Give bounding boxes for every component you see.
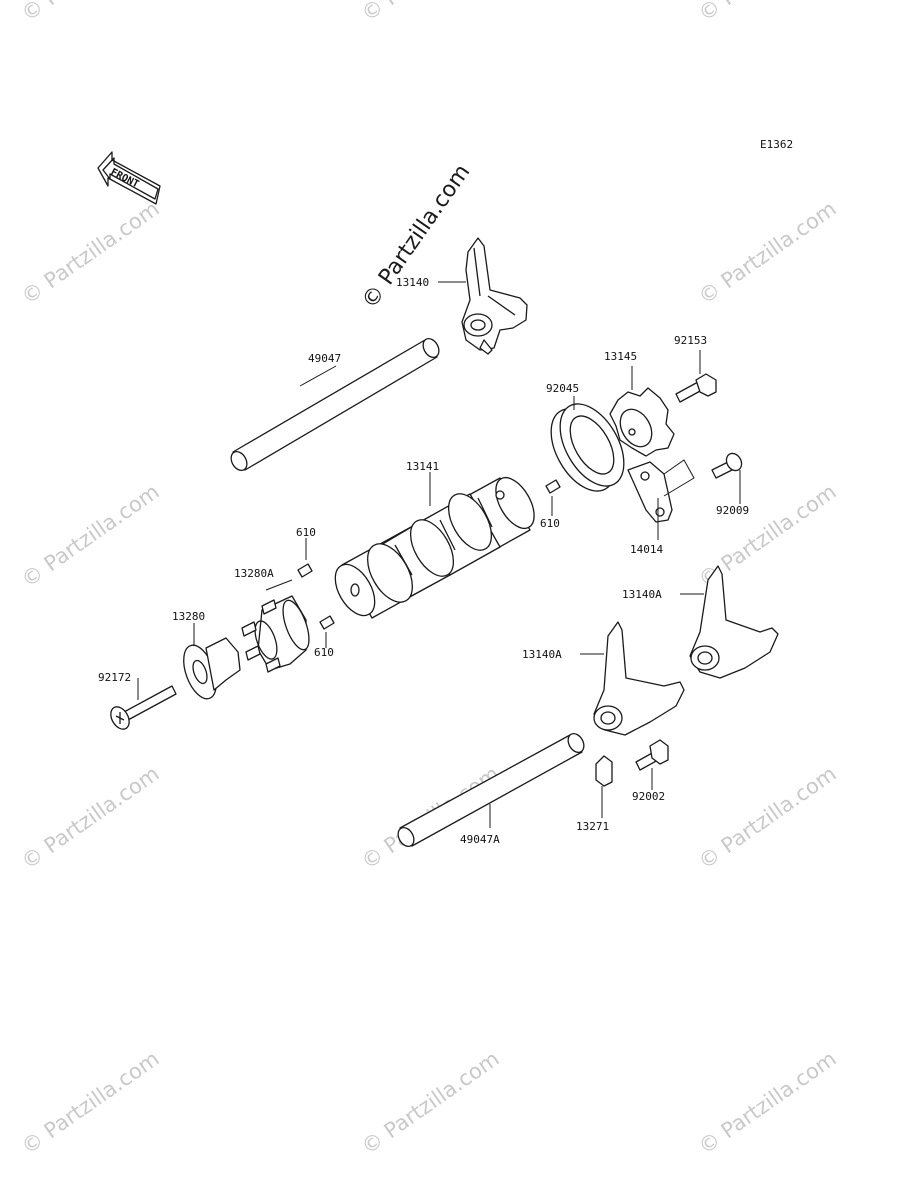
leader-lines (137, 281, 741, 828)
watermark: © Partzilla.com (17, 196, 164, 309)
cam-13145[interactable] (609, 387, 675, 457)
bolt-92153[interactable] (675, 373, 717, 403)
part-label-610-bottom[interactable]: 610 (314, 646, 334, 659)
part-label-49047[interactable]: 49047 (308, 352, 341, 365)
part-label-13145[interactable]: 13145 (604, 350, 637, 363)
part-label-610-right[interactable]: 610 (540, 517, 560, 530)
washer-13271[interactable] (595, 755, 613, 787)
shift-fork-13140A-right[interactable] (689, 565, 779, 679)
shift-fork-13140A-left[interactable] (593, 621, 685, 736)
part-label-13280[interactable]: 13280 (172, 610, 205, 623)
watermark: © Partzilla.com (17, 0, 164, 26)
holder-13280[interactable] (177, 637, 241, 703)
screw-92009[interactable] (711, 451, 745, 479)
bolt-92002[interactable] (635, 739, 669, 771)
watermark: © Partzilla.com (694, 196, 841, 309)
part-label-49047A[interactable]: 49047A (460, 833, 500, 846)
shift-drum-13141[interactable] (327, 471, 542, 622)
screw-92172[interactable] (107, 685, 177, 732)
pin-610-right[interactable] (545, 479, 561, 494)
watermark: © Partzilla.com (694, 0, 841, 26)
part-label-92002[interactable]: 92002 (632, 790, 665, 803)
part-label-92009[interactable]: 92009 (716, 504, 749, 517)
diagram-code: E1362 (760, 138, 793, 151)
shift-rod-49047[interactable] (228, 336, 442, 473)
part-label-13141[interactable]: 13141 (406, 460, 439, 473)
shift-rod-49047A[interactable] (395, 731, 587, 849)
watermark: © Partzilla.com (357, 0, 504, 26)
bearing-92045[interactable] (538, 393, 637, 502)
front-arrow-icon: FRONT (97, 151, 161, 205)
part-label-13271[interactable]: 13271 (576, 820, 609, 833)
part-label-92045[interactable]: 92045 (546, 382, 579, 395)
watermark: © Partzilla.com (17, 1046, 164, 1159)
part-label-13280A[interactable]: 13280A (234, 567, 274, 580)
watermark-main: © Partzilla.com (357, 160, 475, 313)
watermark: © Partzilla.com (694, 1046, 841, 1159)
part-label-610-top[interactable]: 610 (296, 526, 316, 539)
watermark: © Partzilla.com (17, 479, 164, 592)
part-label-92153[interactable]: 92153 (674, 334, 707, 347)
watermark: © Partzilla.com (17, 761, 164, 874)
part-label-13140[interactable]: 13140 (396, 276, 429, 289)
pin-610-top[interactable] (297, 563, 313, 578)
part-label-13140A-right[interactable]: 13140A (622, 588, 662, 601)
plate-14014[interactable] (627, 461, 673, 523)
part-labels: 13140 49047 13145 92153 92045 13141 610 … (98, 276, 749, 846)
shift-drum-segment-13280A[interactable] (241, 595, 314, 673)
pin-610-bottom[interactable] (319, 615, 335, 630)
part-label-92172[interactable]: 92172 (98, 671, 131, 684)
shift-fork-13140[interactable] (461, 237, 528, 355)
watermark: © Partzilla.com (357, 1046, 504, 1159)
watermark: © Partzilla.com (694, 761, 841, 874)
part-label-13140A-left[interactable]: 13140A (522, 648, 562, 661)
part-label-14014[interactable]: 14014 (630, 543, 663, 556)
